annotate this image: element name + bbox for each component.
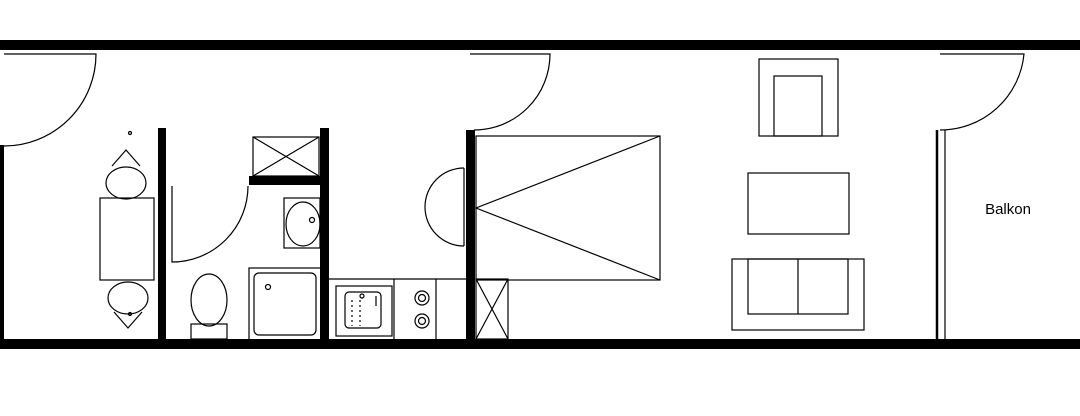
dining-table bbox=[99, 197, 155, 281]
stove-burner-bottom bbox=[414, 313, 430, 329]
shower-tray bbox=[248, 267, 322, 341]
sink-frame bbox=[335, 285, 393, 337]
wall-bathroom-kitchen bbox=[320, 128, 329, 342]
balcony-railing bbox=[935, 130, 946, 339]
wall-shower-divider bbox=[249, 176, 321, 185]
bathroom-door-swing bbox=[171, 185, 249, 263]
living-door-swing bbox=[470, 53, 551, 131]
wall-kitchen-living bbox=[466, 130, 475, 342]
dining-chair-top bbox=[105, 166, 147, 200]
wardrobe-box bbox=[475, 278, 509, 340]
walls bbox=[0, 40, 1080, 349]
bathroom-fixtures bbox=[190, 136, 322, 341]
wall-hall-bathroom bbox=[158, 128, 166, 342]
stove-burner-top bbox=[414, 290, 430, 306]
storage-box bbox=[252, 136, 320, 177]
sink-basin bbox=[344, 291, 382, 329]
living-furniture bbox=[474, 58, 865, 340]
toilet-tank bbox=[190, 323, 228, 340]
toilet-bowl bbox=[190, 273, 228, 327]
kitchenette bbox=[329, 278, 466, 339]
balcony-door-swing bbox=[939, 53, 1025, 131]
coffee-table bbox=[747, 172, 850, 235]
entrance-door-swing bbox=[3, 53, 97, 147]
washbasin-bowl bbox=[285, 201, 321, 247]
dining-set bbox=[99, 130, 155, 329]
kitchen-door-swing bbox=[424, 167, 465, 247]
outer-wall-top bbox=[0, 40, 1080, 50]
outer-wall-bottom bbox=[0, 339, 1080, 349]
wall-entrance-left bbox=[0, 145, 4, 343]
doors bbox=[3, 53, 1025, 263]
balcony-label: Balkon bbox=[985, 201, 1031, 218]
